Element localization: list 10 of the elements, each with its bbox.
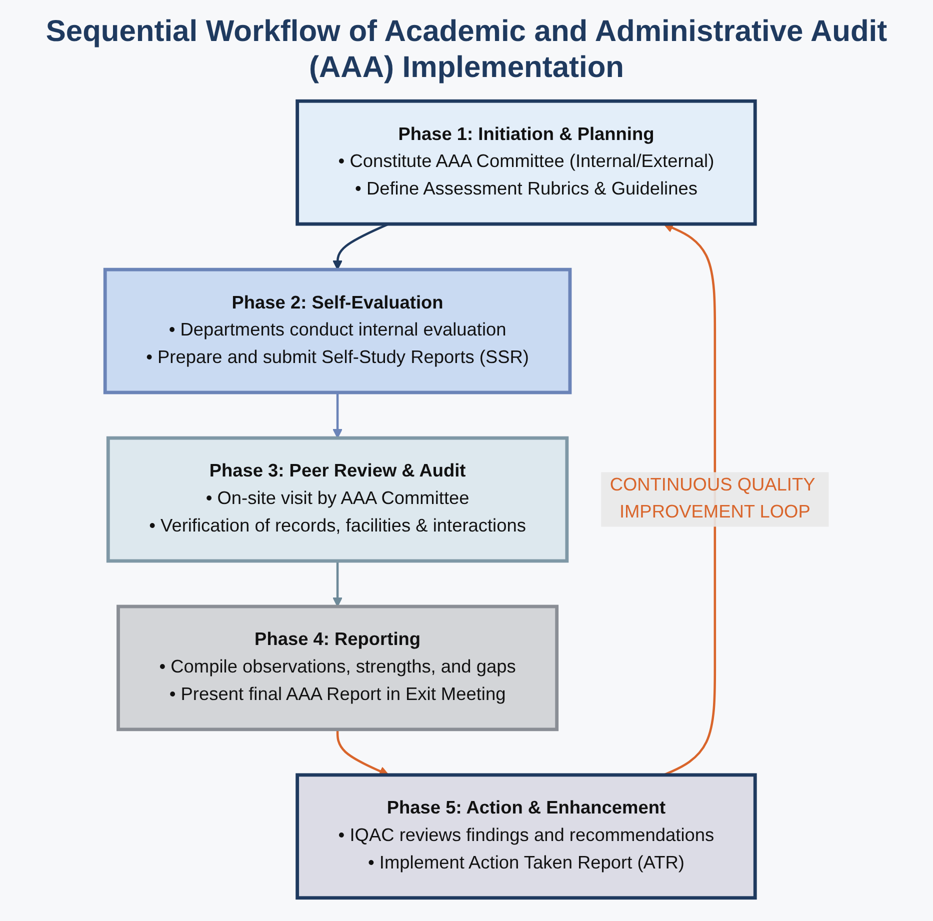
arrow xyxy=(332,392,342,438)
arrow xyxy=(663,223,716,776)
node-box: Phase 5: Action & Enhancement • IQAC reviews findings and recommendations • Implement Action Taken Report (ATR) xyxy=(295,773,756,900)
node-box: Phase 1: Initiation & Planning • Constitute AAA Committee (Internal/External) • Define Assessment Rubrics & Guidelines xyxy=(295,99,756,226)
node-box: Phase 4: Reporting • Compile observations, strengths, and gaps • Present final AAA Report in Exit Meeting xyxy=(116,604,558,732)
edge-label: CONTINUOUS QUALITY IMPROVEMENT LOOP xyxy=(609,476,814,522)
node-box: Phase 3: Peer Review & Audit • On-site visit by AAA Committee • Verification of records, facilities & interactions xyxy=(106,436,568,563)
node-box: Phase 2: Self-Evaluation • Departments conduct internal evaluation • Prepare and submit Self-Study Reports (SSR) xyxy=(102,268,572,394)
arrow xyxy=(332,560,342,607)
diagram-title: Sequential Workflow of Academic and Administrative Audit (AAA) Implementation xyxy=(44,14,888,86)
